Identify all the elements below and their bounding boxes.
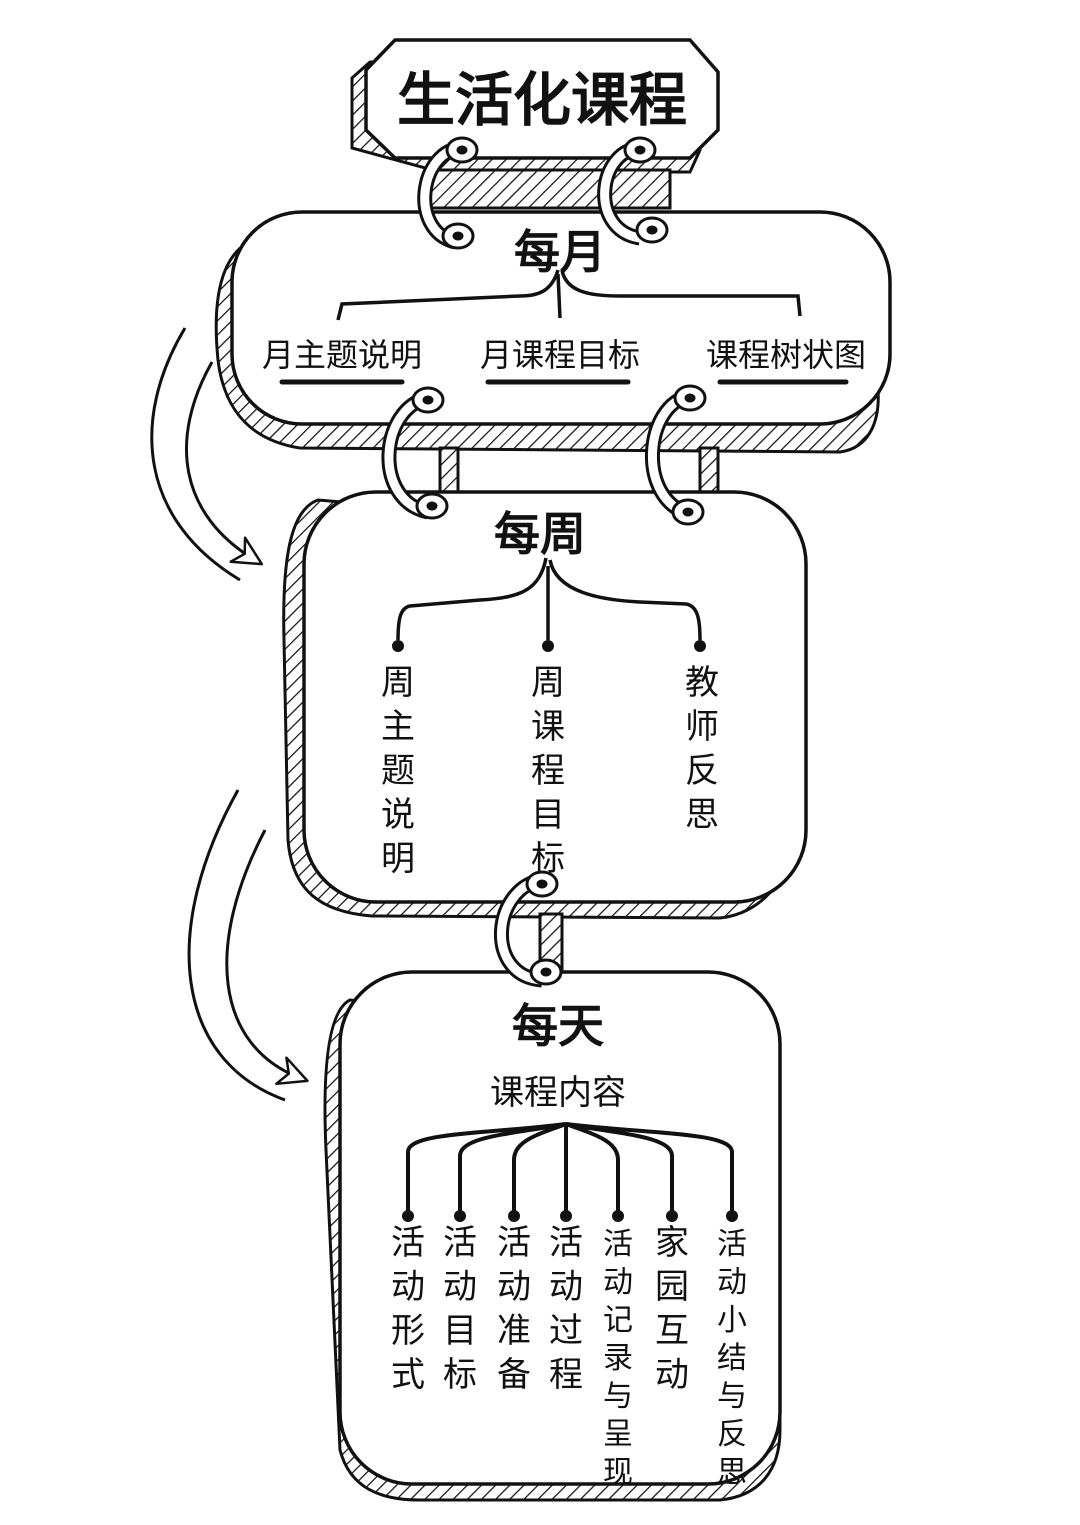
daily-branch-dot — [508, 1210, 520, 1222]
binder-ring-icon — [652, 386, 705, 524]
daily-heading: 每天 — [512, 999, 604, 1053]
daily-branch-dot — [454, 1210, 466, 1222]
page-title: 生活化课程 — [397, 66, 687, 134]
daily-card: 每天 课程内容 活动形式活动目标活动准备活动过程活动记录与呈现家园互动活动小结与… — [325, 972, 780, 1500]
daily-subheading: 课程内容 — [490, 1073, 626, 1113]
daily-branch-dot — [560, 1210, 572, 1222]
weekly-item: 周课程目标 — [531, 663, 565, 879]
daily-item: 活动小结与反思 — [717, 1227, 747, 1490]
daily-branch-dot — [402, 1210, 414, 1222]
monthly-item-tree: 课程树状图 — [706, 336, 866, 374]
title-card: 生活化课程 — [352, 40, 718, 172]
flow-arrow-weekly-to-daily — [189, 790, 300, 1100]
daily-branch-dot — [726, 1210, 738, 1222]
daily-item: 活动记录与呈现 — [603, 1227, 633, 1490]
monthly-item-goals: 月课程目标 — [480, 336, 640, 374]
monthly-item-theme: 月主题说明 — [262, 336, 422, 374]
weekly-heading: 每周 — [494, 507, 586, 561]
monthly-card: 每月 月主题说明 月课程目标 课程树状图 — [216, 212, 890, 452]
monthly-heading: 每月 — [514, 225, 606, 279]
weekly-item: 周主题说明 — [381, 663, 415, 879]
daily-branch-dot — [666, 1210, 678, 1222]
daily-branch-dot — [612, 1210, 624, 1222]
binder-strip — [430, 170, 670, 208]
